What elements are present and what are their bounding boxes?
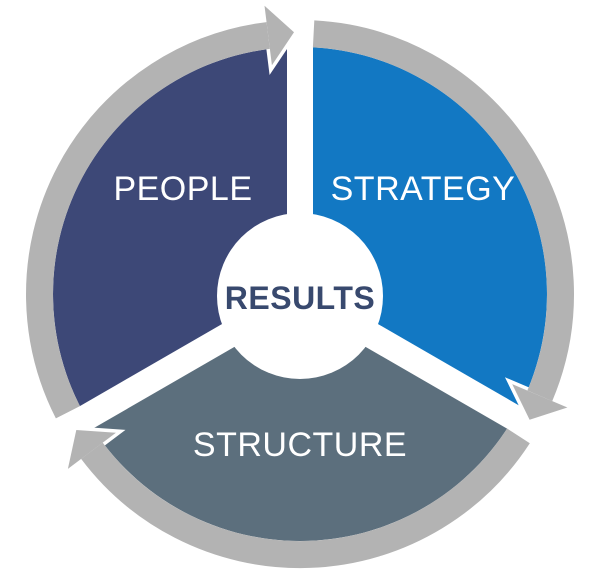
outer-ring [26,20,574,569]
label-strategy: STRATEGY [331,170,516,208]
label-structure: STRUCTURE [193,426,407,464]
center-circle [217,213,383,379]
arrow-bottom-left-icon [62,426,126,478]
ring-arc-strategy [312,20,574,402]
label-results: RESULTS [225,280,375,316]
ring-arc-people [26,22,270,419]
segment-structure [86,294,514,541]
ring-arc-structure [81,428,530,569]
label-people: PEOPLE [113,170,252,208]
